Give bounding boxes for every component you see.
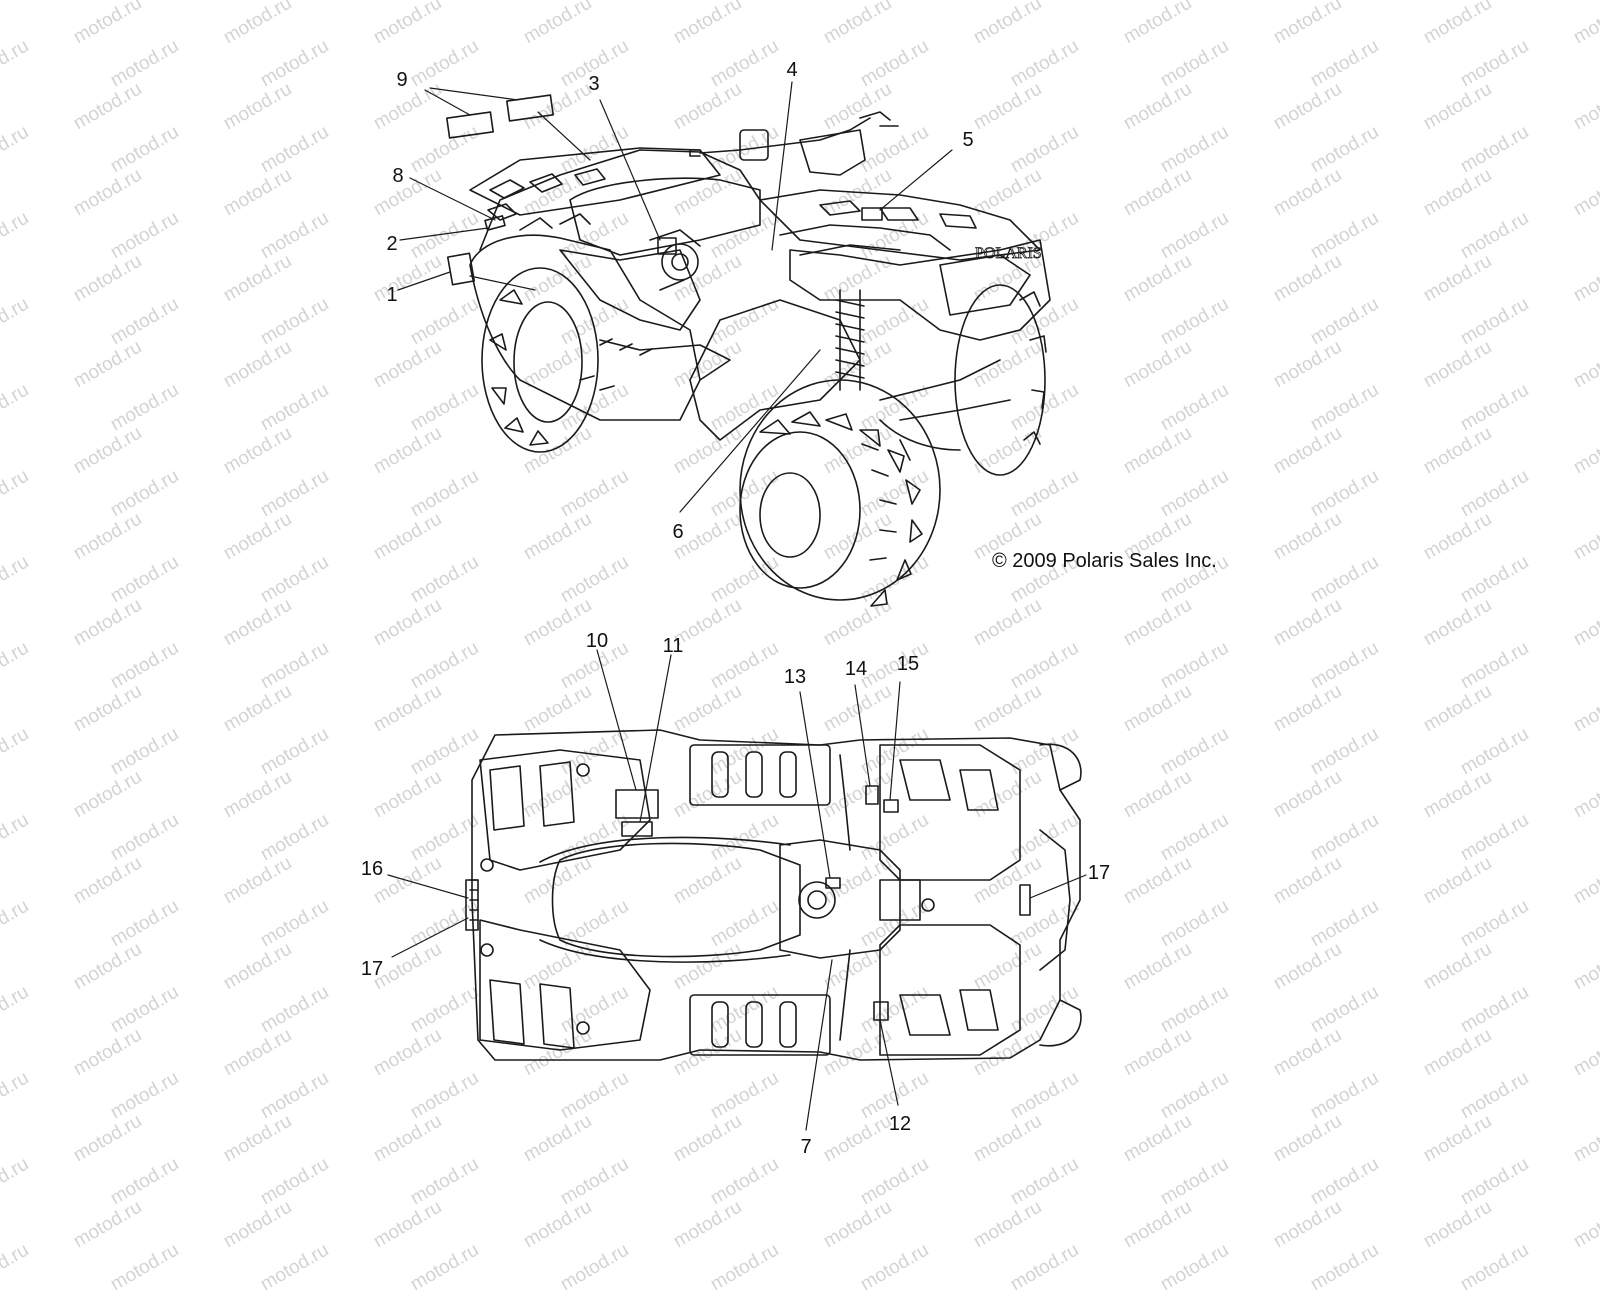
decal-9b — [506, 94, 554, 122]
watermark-text: motod.ru — [1457, 1239, 1533, 1296]
watermark-text: motod.ru — [707, 1239, 783, 1296]
watermark-text: motod.ru — [1570, 1196, 1600, 1253]
side-panel — [559, 249, 701, 331]
seat — [569, 177, 761, 256]
callout-17-left: 17 — [360, 958, 384, 980]
watermark-text: motod.ru — [670, 1196, 746, 1253]
decal-9a — [446, 111, 494, 139]
rear-wheel — [481, 267, 599, 453]
watermark-text: motod.ru — [107, 1239, 183, 1296]
copyright-notice: © 2009 Polaris Sales Inc. — [992, 550, 1217, 572]
watermark-text: motod.ru — [1120, 1196, 1196, 1253]
callout-4: 4 — [786, 59, 798, 81]
decal-15 — [883, 799, 899, 813]
watermark-text: motod.ru — [1007, 1239, 1083, 1296]
handlebars-top — [839, 754, 851, 1041]
watermark-text: motod.ru — [1270, 1196, 1346, 1253]
footwell-top — [689, 744, 831, 1056]
callout-1: 1 — [386, 284, 398, 306]
watermark-text: motod.ru — [557, 1239, 633, 1296]
watermark-text: motod.ru — [407, 1239, 483, 1296]
callout-9: 9 — [396, 69, 408, 91]
decal-14 — [865, 785, 879, 805]
front-fender — [689, 299, 861, 441]
front-suspension — [835, 289, 1011, 421]
front-rack — [759, 189, 1041, 261]
callout-7: 7 — [800, 1136, 812, 1158]
callout-17-right: 17 — [1087, 862, 1111, 884]
watermark-text: motod.ru — [220, 1196, 296, 1253]
watermark-text: motod.ru — [370, 1196, 446, 1253]
rear-fender — [469, 234, 701, 421]
callout-15: 15 — [896, 653, 920, 675]
watermark-text: motod.ru — [857, 1239, 933, 1296]
front-rack-top — [879, 744, 1021, 1056]
callout-16: 16 — [360, 858, 384, 880]
front-bumper-top — [1039, 829, 1071, 971]
front-right-wheel — [954, 284, 1047, 476]
atv-side-view: POLARIS — [397, 81, 1051, 607]
watermark-text: motod.ru — [820, 1196, 896, 1253]
leader-lines-top — [397, 81, 953, 513]
watermark-text: motod.ru — [1307, 1239, 1383, 1296]
leader-lines-bottom — [387, 649, 1087, 1131]
atv-top-view — [387, 649, 1087, 1131]
watermark-text: motod.ru — [970, 1196, 1046, 1253]
rear-rack-top — [479, 749, 651, 1051]
handlebars — [689, 111, 899, 176]
atv-illustrations: POLARIS — [387, 81, 1087, 1131]
callout-6: 6 — [672, 521, 684, 543]
callout-11: 11 — [662, 635, 684, 657]
fuel-tank — [779, 839, 935, 959]
decal-10 — [615, 789, 659, 819]
decal-13 — [825, 877, 841, 889]
callout-3: 3 — [588, 73, 600, 95]
callout-12: 12 — [888, 1113, 912, 1135]
callout-10: 10 — [585, 630, 609, 652]
front-right-tire — [1039, 743, 1082, 791]
watermark-text: motod.ru — [0, 1239, 33, 1296]
front-body — [789, 239, 1051, 341]
callout-14: 14 — [844, 658, 868, 680]
decal-1 — [446, 252, 476, 286]
callout-2: 2 — [386, 233, 398, 255]
watermark-text: motod.ru — [1157, 1239, 1233, 1296]
watermark-text: motod.ru — [257, 1239, 333, 1296]
decal-3 — [657, 237, 677, 255]
engine — [649, 229, 701, 291]
watermark-text: motod.ru — [1420, 1196, 1496, 1253]
front-left-wheel — [739, 379, 941, 607]
callout-8: 8 — [392, 165, 404, 187]
watermark-text: motod.ru — [70, 1196, 146, 1253]
decal-11 — [621, 821, 653, 837]
callout-5: 5 — [962, 129, 974, 151]
front-left-tire — [1039, 999, 1082, 1047]
decal-12 — [873, 1001, 889, 1021]
brand-logo: POLARIS — [975, 245, 1042, 262]
top-view-outline — [471, 729, 1081, 1061]
seat-top — [551, 842, 801, 958]
rear-rack — [469, 147, 721, 231]
watermark-text: motod.ru — [520, 1196, 596, 1253]
callout-13: 13 — [783, 666, 807, 688]
